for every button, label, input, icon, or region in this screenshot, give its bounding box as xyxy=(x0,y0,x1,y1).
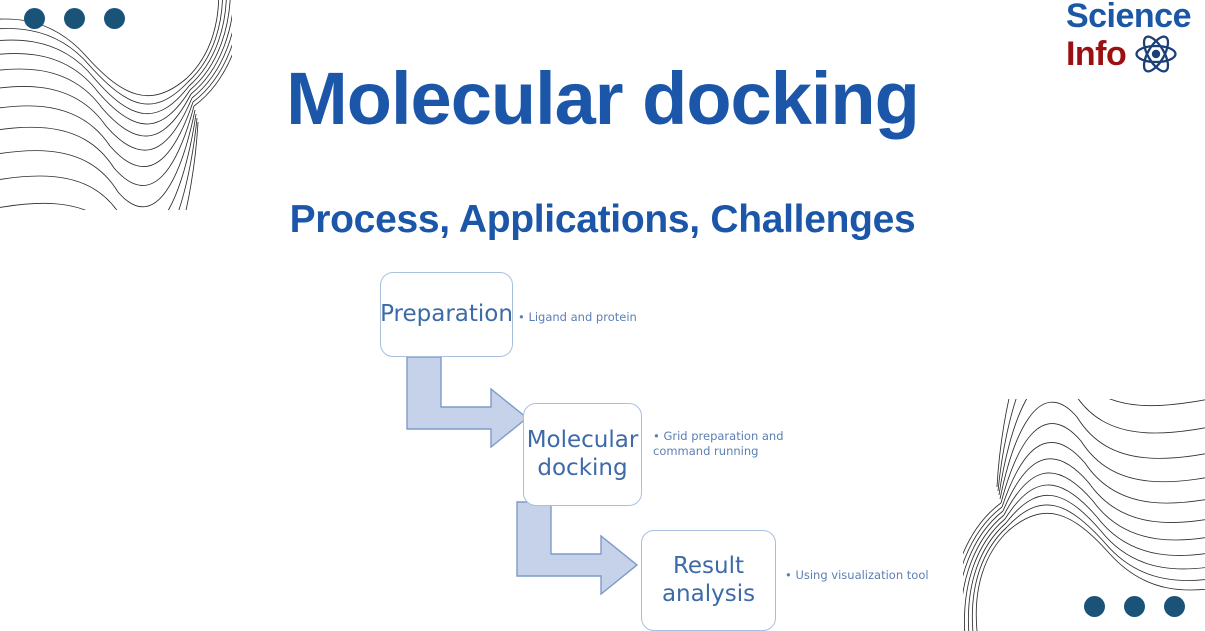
decor-dot xyxy=(104,8,125,29)
logo-row-info: Info xyxy=(1066,35,1191,73)
logo-text-info: Info xyxy=(1065,34,1127,73)
flow-node-molecular-docking[interactable]: Molecular docking xyxy=(523,403,642,506)
flow-bullet-molecular-docking: • Grid preparation and command running xyxy=(653,429,784,458)
atom-icon xyxy=(1135,35,1177,73)
decor-dot xyxy=(64,8,85,29)
arrow-prep-to-dock xyxy=(406,356,529,449)
flow-bullet-preparation: • Ligand and protein xyxy=(518,310,637,324)
decor-dot xyxy=(1124,596,1145,617)
page-title: Molecular docking xyxy=(286,57,920,140)
flow-node-preparation-label: Preparation xyxy=(380,300,513,327)
flow-node-preparation[interactable]: Preparation xyxy=(380,272,513,357)
decor-dot xyxy=(1084,596,1105,617)
arrow-dock-to-result xyxy=(516,501,639,596)
decorative-dots-bottom-right xyxy=(1084,596,1185,617)
decor-dot xyxy=(24,8,45,29)
logo-text-science: Science xyxy=(1065,0,1192,35)
brand-logo: Science Info xyxy=(1065,0,1192,73)
flow-node-result-analysis[interactable]: Result analysis xyxy=(641,530,776,631)
page-subtitle: Process, Applications, Challenges xyxy=(289,198,916,241)
flow-bullet-result-analysis: • Using visualization tool xyxy=(785,568,929,582)
flow-node-result-analysis-label: Result analysis xyxy=(661,553,756,607)
flow-node-molecular-docking-label: Molecular docking xyxy=(526,427,639,481)
decor-dot xyxy=(1164,596,1185,617)
decorative-dots-top-left xyxy=(24,8,125,29)
